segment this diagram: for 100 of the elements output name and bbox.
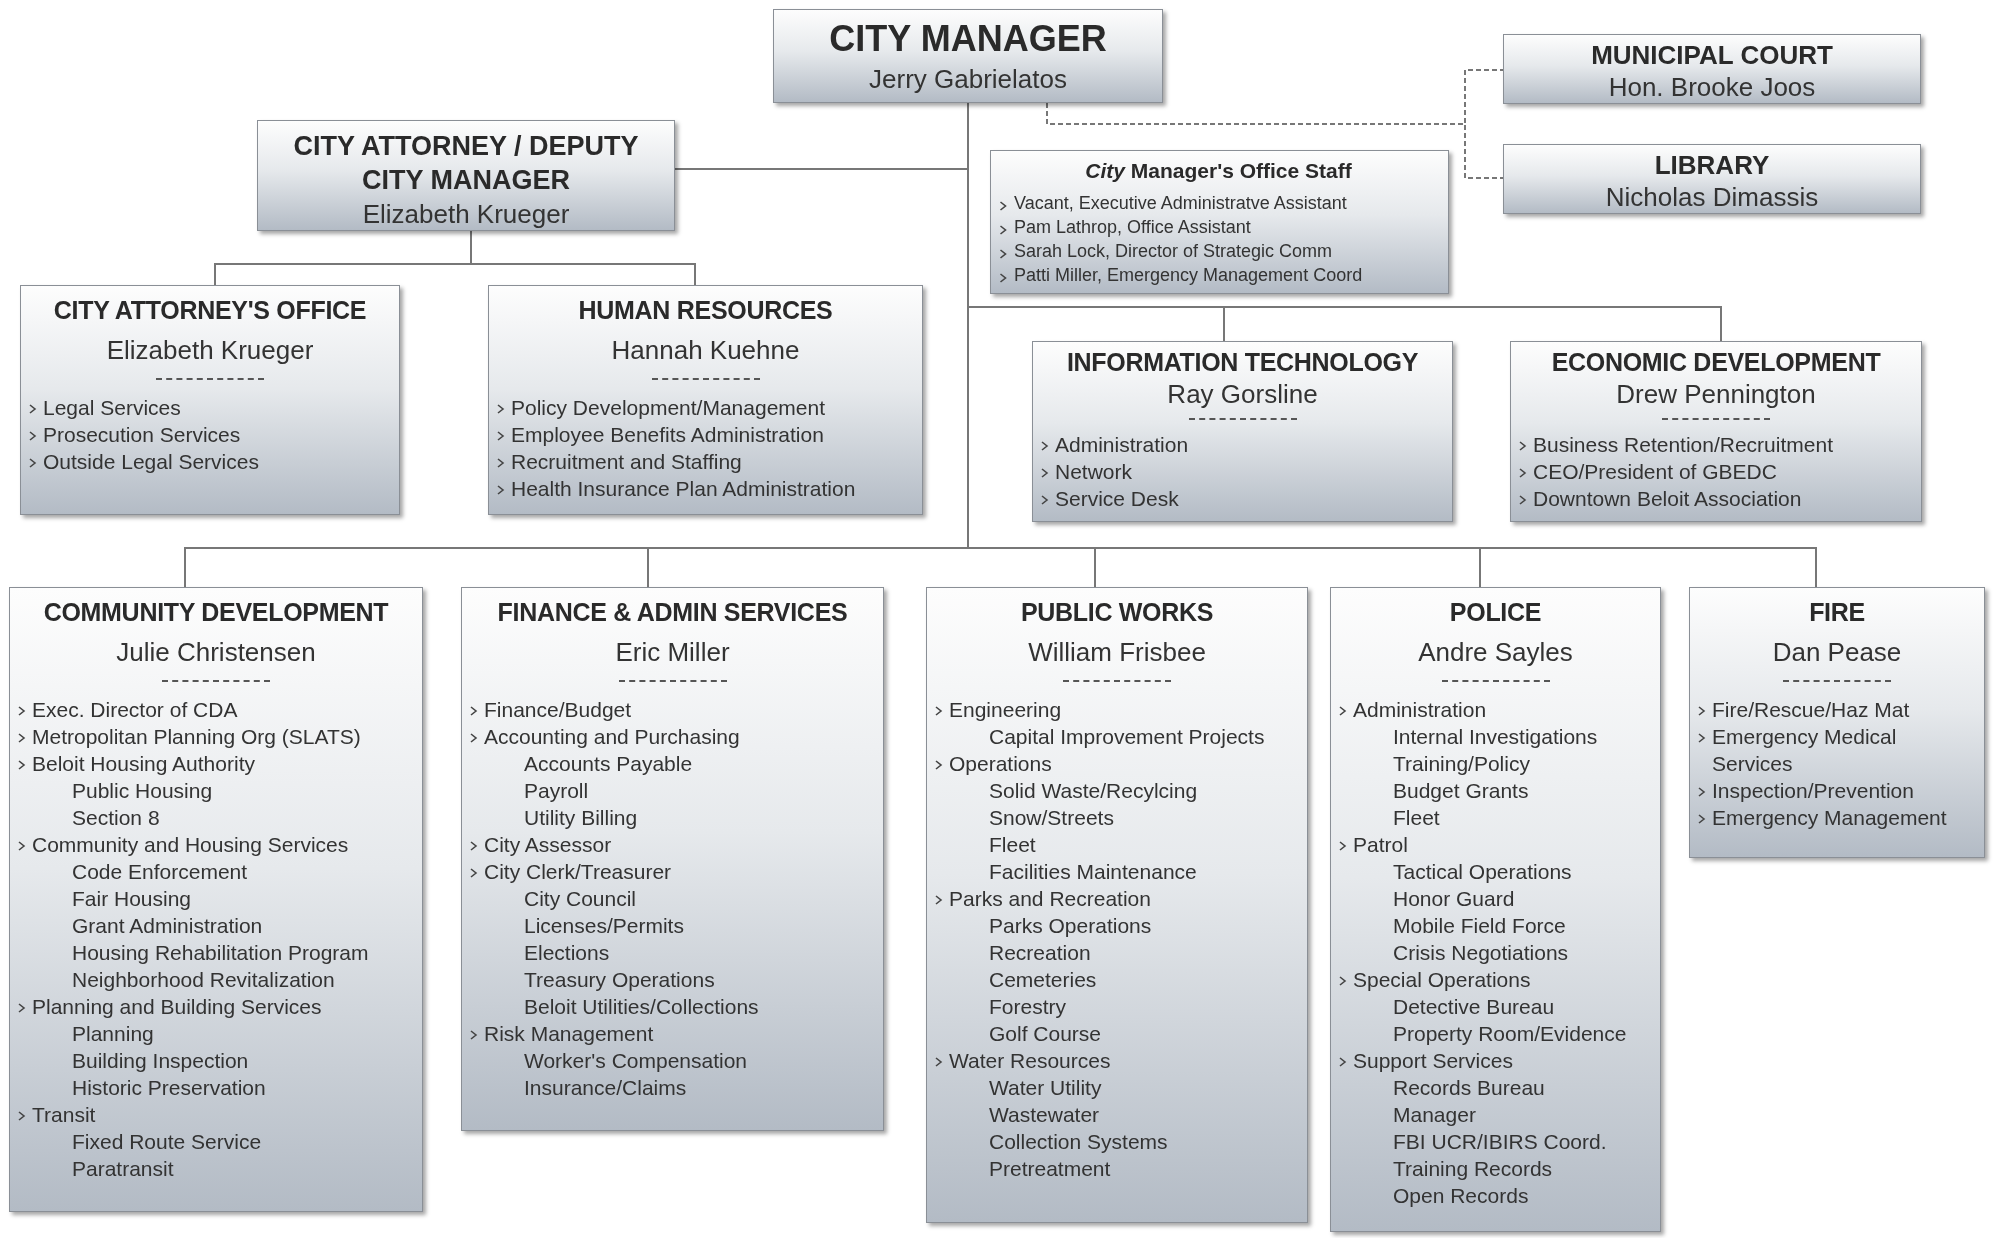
department-box <box>9 587 423 1212</box>
box-title: POLICE <box>1448 597 1543 628</box>
list-item: Beloit Housing Authority <box>32 751 256 777</box>
list-item: Business Retention/Recruitment <box>1533 432 1834 458</box>
list-item: Operations <box>949 751 1053 777</box>
list-item: Accounts Payable <box>524 751 694 777</box>
department-box <box>1689 587 1985 858</box>
list-item: Forestry <box>989 994 1067 1020</box>
list-item: Water Resources <box>949 1048 1112 1074</box>
person-name: Hon. Brooke Joos <box>1607 71 1817 103</box>
box-title: HUMAN RESOURCES <box>577 295 834 326</box>
list-item: Parks Operations <box>989 913 1153 939</box>
list-item: Prosecution Services <box>43 422 242 448</box>
person-name: Jerry Gabrielatos <box>868 63 1068 96</box>
list-item: Detective Bureau <box>1393 994 1556 1020</box>
list-item: Health Insurance Plan Administration <box>511 476 857 502</box>
list-item: Historic Preservation <box>72 1075 267 1101</box>
list-item: Payroll <box>524 778 590 804</box>
list-item: Open Records <box>1393 1183 1530 1209</box>
list-item: Emergency Management <box>1712 805 1948 831</box>
list-item: CEO/President of GBEDC <box>1533 459 1778 485</box>
list-item: Employee Benefits Administration <box>511 422 825 448</box>
box-title: CITY ATTORNEY / DEPUTY CITY MANAGER <box>292 130 640 197</box>
box-title: MUNICIPAL COURT <box>1590 39 1834 71</box>
list-item: Transit <box>32 1102 97 1128</box>
box-title: FINANCE & ADMIN SERVICES <box>496 597 849 628</box>
person-name: Andre Sayles <box>1417 636 1574 669</box>
list-item: Elections <box>524 940 611 966</box>
person-name: William Frisbee <box>1027 636 1207 669</box>
list-item: Planning and Building Services <box>32 994 323 1020</box>
department-box <box>926 587 1308 1223</box>
list-item: Policy Development/Management <box>511 395 826 421</box>
list-item: Budget Grants <box>1393 778 1530 804</box>
list-item: Code Enforcement <box>72 859 249 885</box>
list-item: Training/Policy <box>1393 751 1531 777</box>
list-item: Mobile Field Force <box>1393 913 1567 939</box>
person-name: Julie Christensen <box>115 636 317 669</box>
list-item: Special Operations <box>1353 967 1532 993</box>
list-item: Fire/Rescue/Haz Mat <box>1712 697 1911 723</box>
list-item: Crisis Negotiations <box>1393 940 1570 966</box>
list-item: Utility Billing <box>524 805 639 831</box>
box-title: PUBLIC WORKS <box>1019 597 1215 628</box>
list-item: Inspection/Prevention <box>1712 778 1915 804</box>
list-item: Risk Management <box>484 1021 655 1047</box>
box-title: ECONOMIC DEVELOPMENT <box>1550 347 1882 378</box>
department-box <box>1330 587 1661 1232</box>
list-item: Internal Investigations <box>1393 724 1599 750</box>
list-item: Honor Guard <box>1393 886 1516 912</box>
person-name: Ray Gorsline <box>1166 378 1319 410</box>
list-item: City Assessor <box>484 832 613 858</box>
list-item: Solid Waste/Recylcing <box>989 778 1199 804</box>
box-title: LIBRARY <box>1653 149 1771 181</box>
list-item: Sarah Lock, Director of Strategic Comm <box>1014 240 1333 263</box>
box-title: COMMUNITY DEVELOPMENT <box>42 597 390 628</box>
box-title: FIRE <box>1808 597 1866 628</box>
list-item: Licenses/Permits <box>524 913 685 939</box>
list-item: Building Inspection <box>72 1048 250 1074</box>
department-box <box>20 285 400 515</box>
list-item: Worker's Compensation <box>524 1048 749 1074</box>
list-item: Pam Lathrop, Office Assistant <box>1014 216 1251 239</box>
list-item: Recreation <box>989 940 1092 966</box>
list-item: Legal Services <box>43 395 182 421</box>
list-item: Fleet <box>989 832 1037 858</box>
list-item: FBI UCR/IBIRS Coord. <box>1393 1129 1608 1155</box>
department-box <box>1032 341 1453 522</box>
list-item: Public Housing <box>72 778 214 804</box>
list-item: Housing Rehabilitation Program <box>72 940 370 966</box>
list-item: Beloit Utilities/Collections <box>524 994 760 1020</box>
staff-box <box>990 150 1449 294</box>
list-item: Administration <box>1353 697 1488 723</box>
list-item: Planning <box>72 1021 155 1047</box>
list-item: Metropolitan Planning Org (SLATS) <box>32 724 362 750</box>
box-title: CITY ATTORNEY'S OFFICE <box>52 295 368 326</box>
list-item: Wastewater <box>989 1102 1101 1128</box>
person-name: Dan Pease <box>1771 636 1903 669</box>
list-item: Facilities Maintenance <box>989 859 1198 885</box>
person-name: Eric Miller <box>614 636 731 669</box>
department-box <box>1510 341 1922 522</box>
list-item: Patti Miller, Emergency Management Coord <box>1014 264 1363 287</box>
list-item: Training Records <box>1393 1156 1554 1182</box>
list-item: Service Desk <box>1055 486 1180 512</box>
list-item: Records Bureau <box>1393 1075 1546 1101</box>
list-item: Emergency Medical Services <box>1712 724 1898 777</box>
list-item: Cemeteries <box>989 967 1098 993</box>
person-name: Hannah Kuehne <box>610 334 801 367</box>
list-item: Accounting and Purchasing <box>484 724 741 750</box>
person-name: Elizabeth Krueger <box>361 198 571 231</box>
list-item: Treasury Operations <box>524 967 716 993</box>
executive-box <box>257 120 675 231</box>
connector-line <box>470 230 696 286</box>
list-item: Paratransit <box>72 1156 175 1182</box>
list-item: Fleet <box>1393 805 1441 831</box>
list-item: Tactical Operations <box>1393 859 1573 885</box>
list-item: City Council <box>524 886 638 912</box>
list-item: Finance/Budget <box>484 697 633 723</box>
list-item: Property Room/Evidence <box>1393 1021 1628 1047</box>
list-item: Section 8 <box>72 805 161 831</box>
list-item: Grant Administration <box>72 913 264 939</box>
list-item: Support Services <box>1353 1048 1514 1074</box>
box-title: INFORMATION TECHNOLOGY <box>1065 347 1420 378</box>
